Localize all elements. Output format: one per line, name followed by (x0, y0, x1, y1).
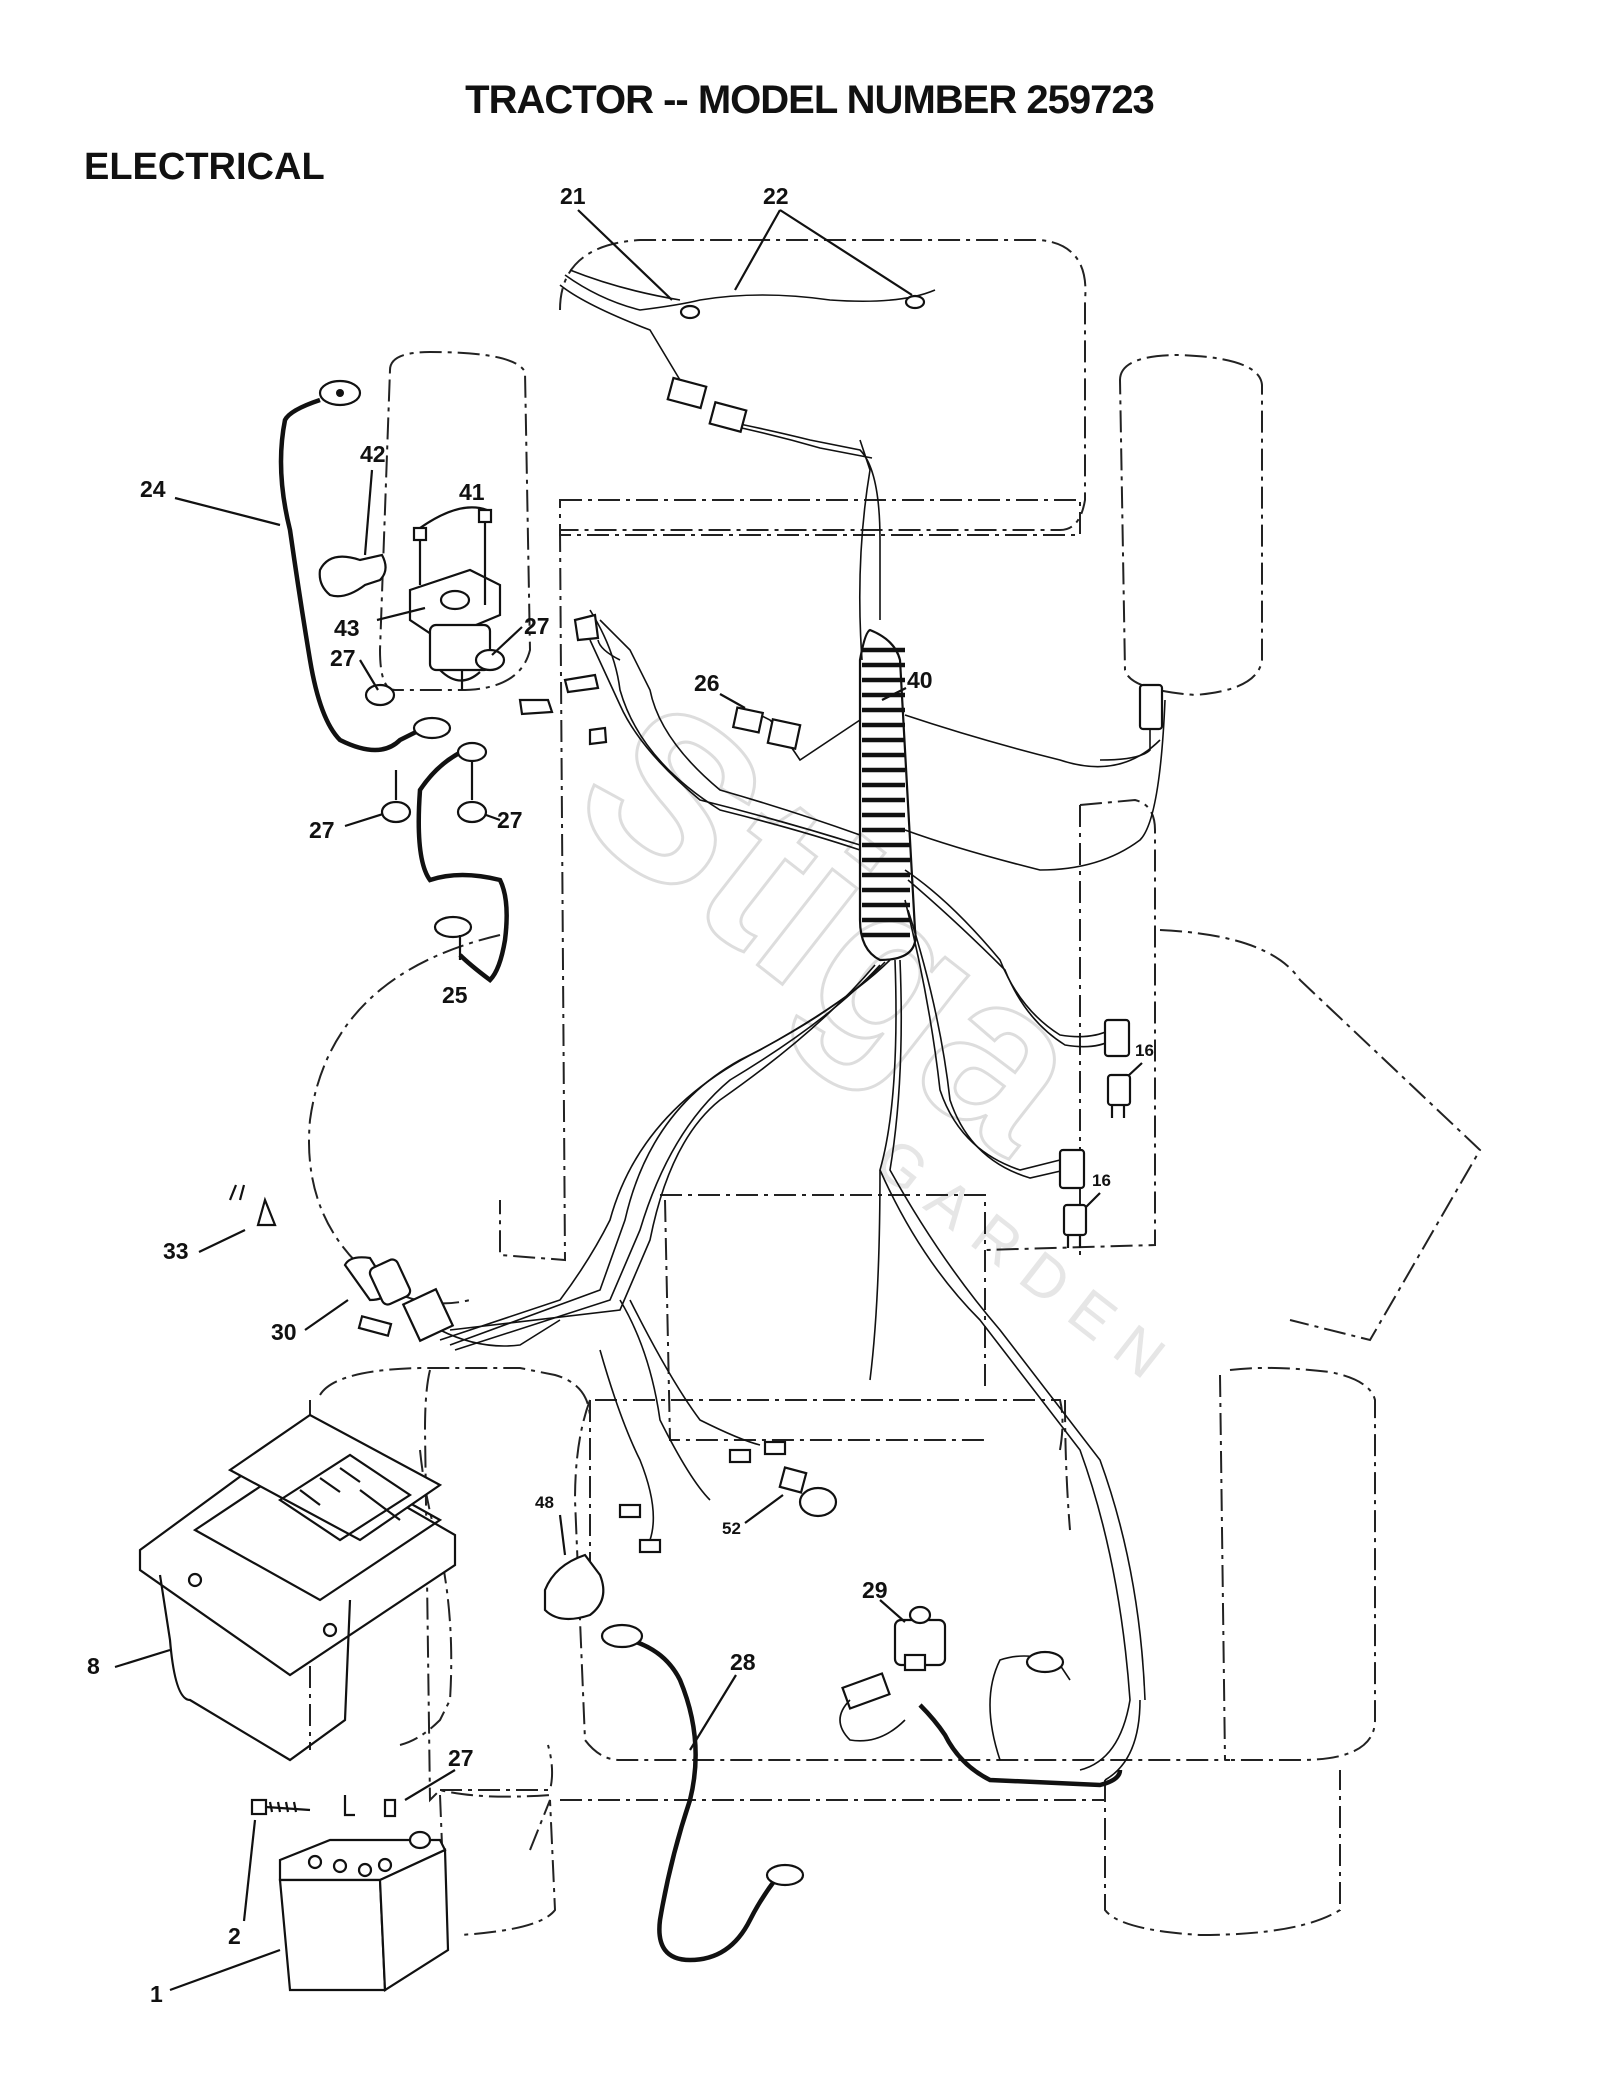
solenoid-leads (518, 613, 621, 746)
boot-42 (318, 553, 387, 598)
headlight-harness (559, 269, 936, 620)
seat-plug (1099, 683, 1164, 761)
nuts-27 (364, 648, 506, 824)
headlight-plug-left (666, 376, 708, 410)
callout-28: 28 (730, 1649, 756, 1675)
callout-1: 1 (150, 1981, 163, 2007)
headlight-plug-right (708, 400, 748, 434)
switch-29 (839, 1605, 947, 1742)
bulb-52 (728, 1440, 838, 1518)
callout-2: 2 (228, 1923, 241, 1949)
callout-27-b: 27 (524, 613, 550, 639)
callout-27-c: 27 (309, 817, 335, 843)
leader-lines (114, 209, 1143, 1992)
main-wire-harness (439, 439, 1166, 1771)
callout-25: 25 (442, 982, 468, 1008)
callout-27-d: 27 (497, 807, 523, 833)
ground-cable-28 (600, 1623, 805, 1963)
bolts-41 (412, 506, 493, 605)
connector-16-upper (1103, 1018, 1132, 1118)
bulb-21 (679, 304, 701, 320)
callout-41: 41 (459, 479, 485, 505)
callout-48: 48 (535, 1493, 554, 1512)
callout-43: 43 (334, 615, 360, 641)
callout-8: 8 (87, 1653, 100, 1679)
watermark: Stiga GARDEN (532, 648, 1192, 1402)
cable-25 (416, 741, 509, 983)
callout-26: 26 (694, 670, 720, 696)
page-title: TRACTOR -- MODEL NUMBER 259723 (465, 78, 1155, 122)
callout-labels: 21 22 24 42 41 43 27 27 27 27 26 40 25 1… (87, 183, 1154, 2007)
callout-52: 52 (722, 1519, 741, 1538)
battery-box-8 (138, 1413, 457, 1762)
section-heading: ELECTRICAL (84, 146, 325, 188)
connector-16-lower (1058, 1148, 1088, 1248)
coiled-wire (918, 1650, 1141, 1788)
callout-27-a: 27 (330, 645, 356, 671)
ignition-switch-30 (343, 1256, 455, 1343)
bulb-22 (904, 294, 926, 310)
callout-16-a: 16 (1135, 1041, 1154, 1060)
callout-27-e: 27 (448, 1745, 474, 1771)
battery-1 (278, 1830, 450, 1992)
key-33 (228, 1184, 277, 1227)
callout-21: 21 (560, 183, 586, 209)
solenoid-43 (408, 568, 502, 690)
nut-27-battery (383, 1798, 397, 1818)
bulb-48 (543, 1503, 662, 1621)
callout-42: 42 (360, 441, 386, 467)
callout-24: 24 (140, 476, 166, 502)
callout-30: 30 (271, 1319, 297, 1345)
watermark-sub: GARDEN (863, 1125, 1192, 1402)
callout-40: 40 (907, 667, 933, 693)
callout-16-b: 16 (1092, 1171, 1111, 1190)
ground-cable-24 (278, 379, 452, 753)
connector-26 (731, 706, 802, 750)
callout-29: 29 (862, 1577, 888, 1603)
harness-sleeve-40 (862, 647, 910, 938)
bolt-2 (250, 1795, 355, 1817)
callout-33: 33 (163, 1238, 189, 1264)
callout-22: 22 (763, 183, 789, 209)
watermark-brand: Stiga (533, 649, 1136, 1199)
